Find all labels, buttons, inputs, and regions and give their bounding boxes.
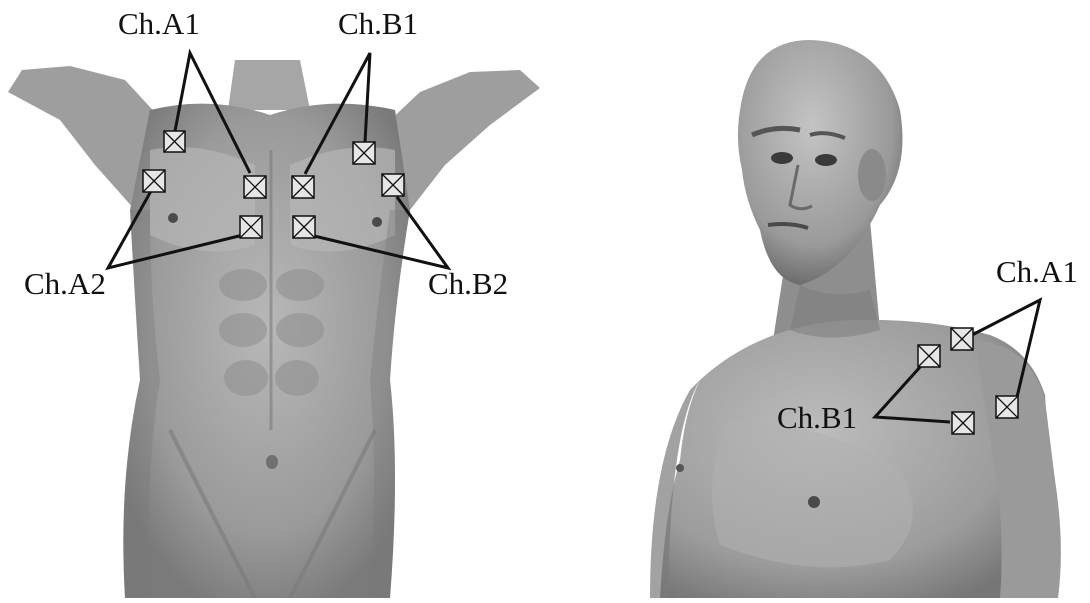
label-ch-a1-right: Ch.A1 xyxy=(996,254,1078,289)
electrode-marker xyxy=(293,216,315,238)
figure-three-quarter-illustration xyxy=(650,40,1061,598)
label-ch-b1-left: Ch.B1 xyxy=(338,6,418,41)
electrode-marker xyxy=(952,412,974,434)
label-ch-b1-right: Ch.B1 xyxy=(777,400,857,435)
electrode-marker xyxy=(996,396,1018,418)
electrode-marker xyxy=(244,176,266,198)
label-ch-a2-left: Ch.A2 xyxy=(24,266,106,301)
electrode-marker xyxy=(951,328,973,350)
electrode-marker xyxy=(143,170,165,192)
electrode-marker xyxy=(240,216,262,238)
electrode-marker xyxy=(164,131,185,152)
electrode-marker xyxy=(292,176,314,198)
electrode-marker xyxy=(353,142,375,164)
electrode-marker xyxy=(918,345,940,367)
electrode-marker xyxy=(382,174,404,196)
right-panel: Ch.A1 Ch.B1 xyxy=(650,40,1078,598)
label-ch-b2-left: Ch.B2 xyxy=(428,266,508,301)
left-panel: Ch.A1 Ch.B1 Ch.A2 Ch.B2 xyxy=(8,6,540,598)
label-ch-a1-left: Ch.A1 xyxy=(118,6,200,41)
torso-front-illustration xyxy=(8,60,540,598)
